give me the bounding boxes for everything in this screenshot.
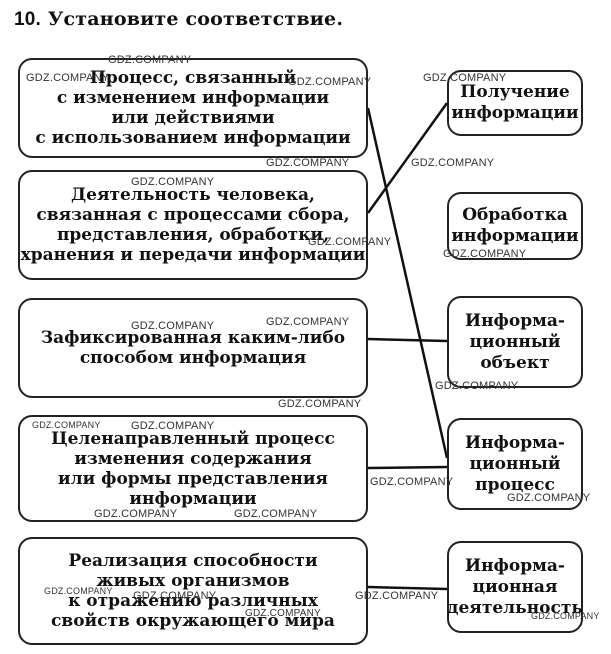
watermark: GDZ.COMPANY [108, 54, 192, 66]
watermark: GDZ.COMPANY [507, 492, 591, 504]
right-item-3[interactable]: Информа- ционный объект [447, 296, 583, 388]
left-item-3-text: Зафиксированная каким-либо способом инфо… [40, 328, 346, 368]
watermark: GDZ.COMPANY [94, 508, 178, 520]
task-number: 10. [14, 9, 42, 30]
right-item-3-text: Информа- ционный объект [465, 310, 565, 373]
left-item-1[interactable]: Процесс, связанный с изменением информац… [18, 58, 368, 158]
link-left4-right4 [367, 465, 448, 470]
link-left3-right3 [367, 337, 448, 343]
left-item-2-text: Деятельность человека, связанная с проце… [20, 185, 366, 265]
left-item-5-text: Реализация способности живых организмов … [51, 551, 335, 631]
left-item-1-text: Процесс, связанный с изменением информац… [35, 68, 351, 148]
watermark: GDZ.COMPANY [423, 72, 507, 84]
left-item-4[interactable]: Целенаправленный процесс изменения содер… [18, 415, 368, 522]
watermark: GDZ.COMPANY [32, 420, 101, 430]
watermark: GDZ.COMPANY [44, 586, 113, 596]
right-item-5[interactable]: Информа- ционная деятельность [447, 541, 583, 633]
watermark: GDZ.COMPANY [26, 72, 110, 84]
watermark: GDZ.COMPANY [266, 316, 350, 328]
watermark: GDZ.COMPANY [266, 157, 350, 169]
left-item-3[interactable]: Зафиксированная каким-либо способом инфо… [18, 298, 368, 398]
watermark: GDZ.COMPANY [308, 236, 392, 248]
watermark: GDZ.COMPANY [133, 590, 217, 602]
task-title: Установите соответствие. [47, 8, 344, 30]
right-item-1[interactable]: Получение информации [447, 70, 583, 136]
watermark: GDZ.COMPANY [443, 248, 527, 260]
right-item-1-text: Получение информации [451, 82, 579, 123]
watermark: GDZ.COMPANY [411, 157, 495, 169]
right-item-5-text: Информа- ционная деятельность [447, 555, 583, 618]
right-item-4[interactable]: Информа- ционный процесс [447, 418, 583, 510]
left-item-5[interactable]: Реализация способности живых организмов … [18, 537, 368, 645]
watermark: GDZ.COMPANY [234, 508, 318, 520]
right-item-2[interactable]: Обработка информации [447, 192, 583, 260]
watermark: GDZ.COMPANY [131, 420, 215, 432]
task-heading: 10. Установите соответствие. [14, 8, 343, 31]
watermark: GDZ.COMPANY [370, 476, 454, 488]
link-left5-right5 [367, 585, 448, 591]
left-item-4-text: Целенаправленный процесс изменения содер… [51, 428, 335, 509]
watermark: GDZ.COMPANY [435, 380, 519, 392]
watermark: GDZ.COMPANY [355, 590, 439, 602]
watermark: GDZ.COMPANY [131, 176, 215, 188]
right-item-4-text: Информа- ционный процесс [465, 432, 565, 495]
watermark: GDZ.COMPANY [278, 398, 362, 410]
left-item-2[interactable]: Деятельность человека, связанная с проце… [18, 170, 368, 280]
watermark: GDZ.COMPANY [131, 320, 215, 332]
watermark: GDZ.COMPANY [245, 608, 321, 619]
watermark: GDZ.COMPANY [531, 611, 600, 621]
right-item-2-text: Обработка информации [451, 205, 579, 246]
watermark: GDZ.COMPANY [288, 76, 372, 88]
